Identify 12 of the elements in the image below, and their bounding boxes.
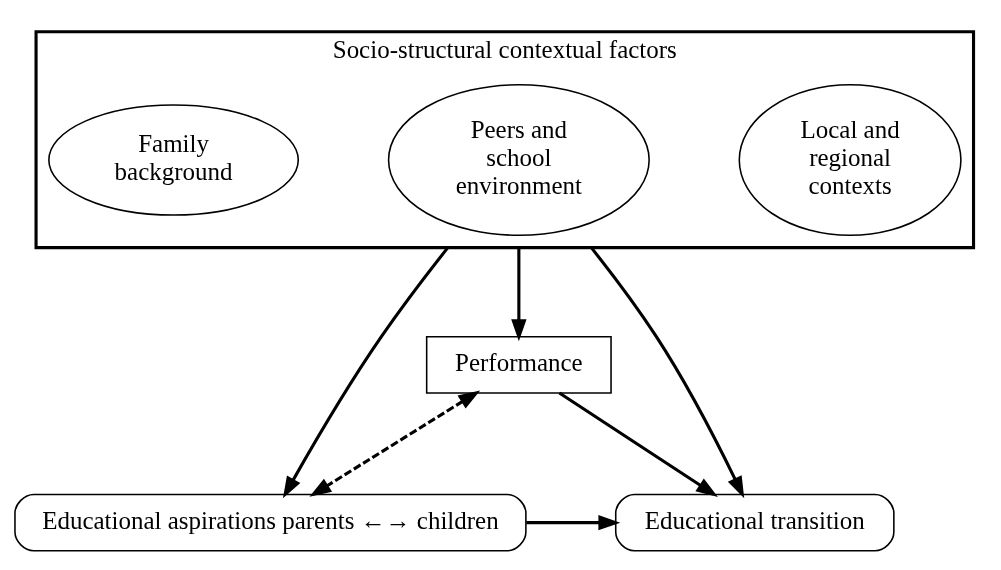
arrow (526, 514, 621, 531)
arrow (511, 247, 527, 342)
node-ellipse: Peers and school environment (387, 83, 650, 237)
node-ellipse: Local and regional contexts (738, 83, 962, 237)
node-box: Educational transition (614, 493, 895, 552)
arrow (282, 246, 450, 499)
arrow (590, 246, 745, 499)
node-box: Educational aspirations parents ←→ children (14, 493, 527, 552)
node-box: Performance (425, 335, 612, 394)
node-ellipse: Family background (48, 104, 300, 216)
arrow (558, 391, 718, 497)
arrow (309, 390, 481, 497)
